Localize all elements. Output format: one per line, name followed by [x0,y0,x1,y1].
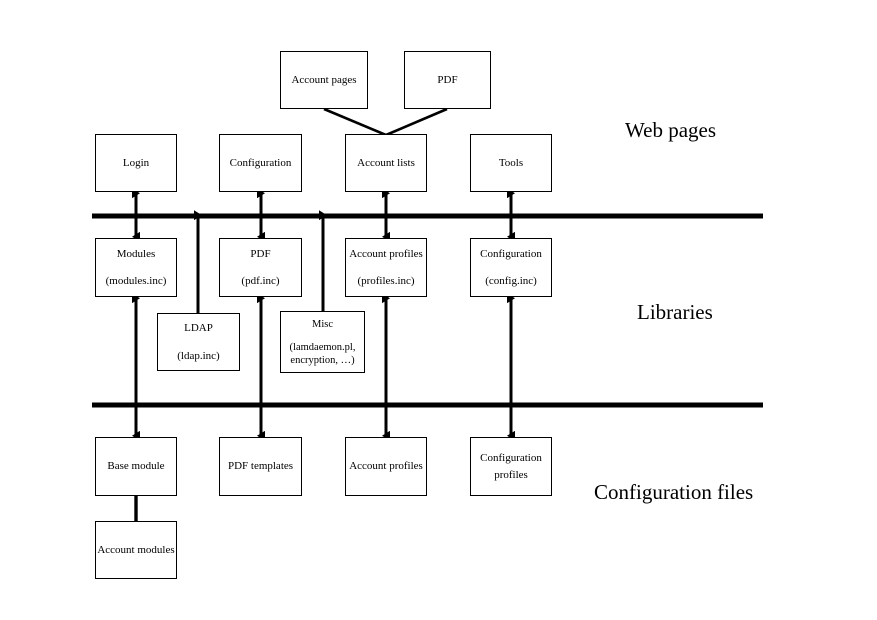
node-sublabel: profiles [494,468,528,481]
node-label: PDF [437,73,458,86]
node-pdf-lib[interactable]: PDF (pdf.inc) [219,238,302,297]
node-account-modules[interactable]: Account modules [95,521,177,579]
band-label-text: Libraries [637,300,713,324]
node-label: Configuration [480,452,542,465]
node-tools[interactable]: Tools [470,134,552,192]
node-pdf-top[interactable]: PDF [404,51,491,109]
node-configuration-lib[interactable]: Configuration (config.inc) [470,238,552,297]
band-label-libraries: Libraries [637,302,713,323]
node-configuration-profiles-file[interactable]: Configuration profiles [470,437,552,496]
node-sublabel: (ldap.inc) [177,349,220,362]
node-label: Account lists [357,156,415,169]
node-label: Modules [116,247,156,260]
node-sublabel: (pdf.inc) [241,275,280,287]
node-label: Account profiles [349,460,423,473]
node-account-pages[interactable]: Account pages [280,51,368,109]
node-label: PDF [250,247,271,260]
node-label: Tools [498,156,524,169]
node-pdf-templates[interactable]: PDF templates [219,437,302,496]
node-account-profiles-file[interactable]: Account profiles [345,437,427,496]
node-configuration-page[interactable]: Configuration [219,134,302,192]
node-misc-lib[interactable]: Misc (lamdaemon.pl, encryption, …) [280,311,365,373]
node-sublabel: (config.inc) [485,275,537,287]
node-account-lists[interactable]: Account lists [345,134,427,192]
node-label: Account profiles [349,247,423,260]
band-label-configuration-files: Configuration files [594,482,753,503]
connector-account-pages-to-account-lists [323,107,387,137]
band-label-text: Web pages [625,118,717,142]
node-label: Misc [312,319,333,330]
node-label: Account modules [97,543,175,556]
node-base-module[interactable]: Base module [95,437,177,496]
node-label: LDAP [184,322,213,335]
node-login[interactable]: Login [95,134,177,192]
node-ldap-lib[interactable]: LDAP (ldap.inc) [157,313,240,371]
node-account-profiles-lib[interactable]: Account profiles (profiles.inc) [345,238,427,297]
connector-pdf-to-account-lists [385,107,448,137]
node-label: Base module [107,460,165,473]
band-label-text: Configuration files [594,480,754,504]
node-modules-lib[interactable]: Modules (modules.inc) [95,238,177,297]
node-sublabel: (profiles.inc) [357,275,415,287]
node-sublabel: (lamdaemon.pl, encryption, …) [289,342,356,367]
node-label: Configuration [480,247,542,260]
node-label: Account pages [291,73,357,86]
node-label: Login [122,156,150,169]
band-label-web-pages: Web pages [625,120,716,141]
node-label: Configuration [229,156,292,169]
node-sublabel: (modules.inc) [105,275,167,287]
node-label: PDF templates [227,460,294,473]
